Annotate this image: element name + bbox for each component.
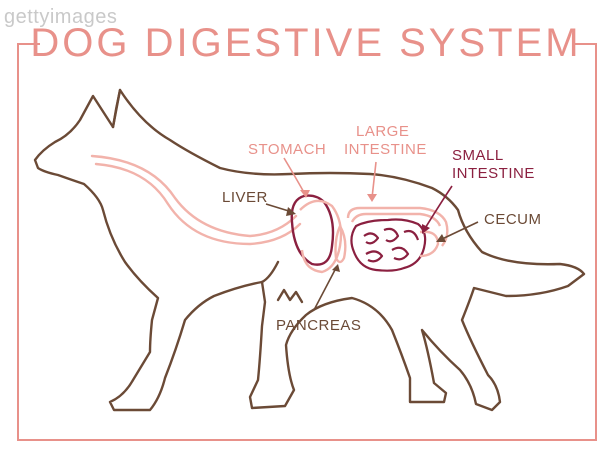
large-intestine <box>346 206 449 247</box>
arrow-large-intestine <box>367 194 377 202</box>
dog-fur-tuft <box>276 288 304 304</box>
label-large-intestine-line2: INTESTINE <box>344 141 427 158</box>
title: DOG DIGESTIVE SYSTEM <box>30 21 581 65</box>
arrow-stomach <box>300 190 310 198</box>
arrow-liver <box>286 207 296 216</box>
cecum-shape <box>419 230 440 258</box>
small-intestine-outline <box>350 218 427 272</box>
small-intestine-coil-5 <box>403 229 420 241</box>
label-liver: LIVER <box>222 189 268 206</box>
label-small-intestine-line1: SMALL <box>452 147 504 164</box>
label-pancreas: PANCREAS <box>276 317 361 334</box>
leader-large-intestine <box>371 161 377 199</box>
label-large-intestine-line1: LARGE <box>356 123 409 140</box>
frame-border <box>17 43 597 441</box>
small-intestine-coil-2 <box>383 227 400 243</box>
organ-labels: STOMACH LARGE INTESTINE SMALL INTESTINE … <box>222 123 542 334</box>
label-small-intestine-line2: INTESTINE <box>452 165 535 182</box>
small-intestine-coil-4 <box>391 246 410 261</box>
cecum <box>419 230 440 258</box>
pancreas-shape <box>334 223 347 264</box>
arrowheads <box>286 190 446 272</box>
esophagus <box>90 154 298 238</box>
dog-chest-line <box>260 260 280 284</box>
arrow-cecum <box>436 234 446 242</box>
small-intestine-coil-3 <box>365 250 384 263</box>
pancreas <box>334 223 347 264</box>
dog-ear-line <box>111 88 122 129</box>
leader-cecum <box>439 221 479 241</box>
watermark: gettyimages <box>4 6 118 28</box>
small-intestine-coil-1 <box>363 232 380 245</box>
stomach-shape <box>299 199 343 274</box>
arrow-small-intestine <box>422 224 430 234</box>
arrow-pancreas <box>332 264 340 272</box>
leader-pancreas <box>313 267 337 311</box>
leader-small-intestine <box>423 185 453 231</box>
liver-shape <box>290 194 335 266</box>
dog-outline <box>33 88 586 412</box>
liver <box>290 194 335 266</box>
label-cecum: CECUM <box>484 211 542 228</box>
digestive-tract <box>90 154 302 246</box>
label-stomach: STOMACH <box>248 141 326 158</box>
dog-silhouette <box>33 88 586 412</box>
small-intestine <box>350 218 427 272</box>
stomach <box>299 199 343 274</box>
large-intestine-inner <box>350 212 442 227</box>
frame <box>17 43 597 441</box>
esophagus-inner <box>94 162 302 246</box>
